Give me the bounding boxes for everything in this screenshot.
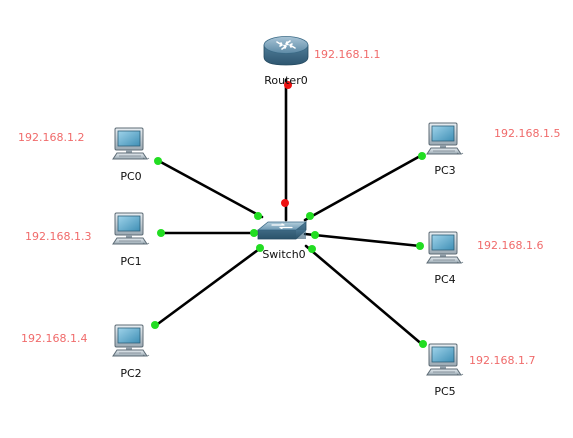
port-switch-pc5 <box>308 245 316 253</box>
router-icon[interactable] <box>263 36 309 66</box>
pc2-ip: 192.168.1.4 <box>21 332 87 345</box>
link-pc3-switch[interactable] <box>303 153 424 222</box>
links <box>153 78 426 348</box>
pc5-icon[interactable] <box>426 343 464 376</box>
pc1-ip: 192.168.1.3 <box>25 230 91 243</box>
pc4-ip: 192.168.1.6 <box>477 239 543 252</box>
switch-label: Switch0 <box>262 248 305 261</box>
router-label: Router0 <box>264 74 307 87</box>
pc0-icon[interactable] <box>112 127 150 160</box>
port-router-down <box>284 81 292 89</box>
port-switch-pc4 <box>311 231 319 239</box>
pc3-label: PC3 <box>434 164 455 177</box>
port-pc2 <box>151 321 159 329</box>
port-switch-pc1 <box>250 229 258 237</box>
pc3-ip: 192.168.1.5 <box>494 127 560 140</box>
switch-icon[interactable] <box>256 221 308 240</box>
pc3-icon[interactable] <box>426 122 464 155</box>
pc2-label: PC2 <box>120 367 141 380</box>
pc5-label: PC5 <box>434 385 455 398</box>
link-pc4-switch[interactable] <box>303 232 422 248</box>
port-switch-router-down <box>281 199 289 207</box>
pc4-icon[interactable] <box>426 231 464 264</box>
pc5-ip: 192.168.1.7 <box>469 354 535 367</box>
port-indicators <box>151 81 427 348</box>
port-switch-pc3 <box>306 212 314 220</box>
pc0-ip: 192.168.1.2 <box>18 131 84 144</box>
port-pc1 <box>157 229 165 237</box>
port-pc4 <box>416 242 424 250</box>
pc1-icon[interactable] <box>112 212 150 245</box>
router-ip: 192.168.1.1 <box>314 48 380 61</box>
port-switch-pc2 <box>256 244 264 252</box>
port-switch-pc0 <box>254 212 262 220</box>
pc1-label: PC1 <box>120 255 141 268</box>
pc0-label: PC0 <box>120 170 141 183</box>
link-pc2-switch[interactable] <box>153 245 264 328</box>
port-pc5 <box>419 340 427 348</box>
pc4-label: PC4 <box>434 273 455 286</box>
link-pc0-switch[interactable] <box>155 158 264 219</box>
pc2-icon[interactable] <box>112 324 150 357</box>
port-pc0 <box>154 157 162 165</box>
link-pc5-switch[interactable] <box>304 244 426 348</box>
port-pc3 <box>418 152 426 160</box>
